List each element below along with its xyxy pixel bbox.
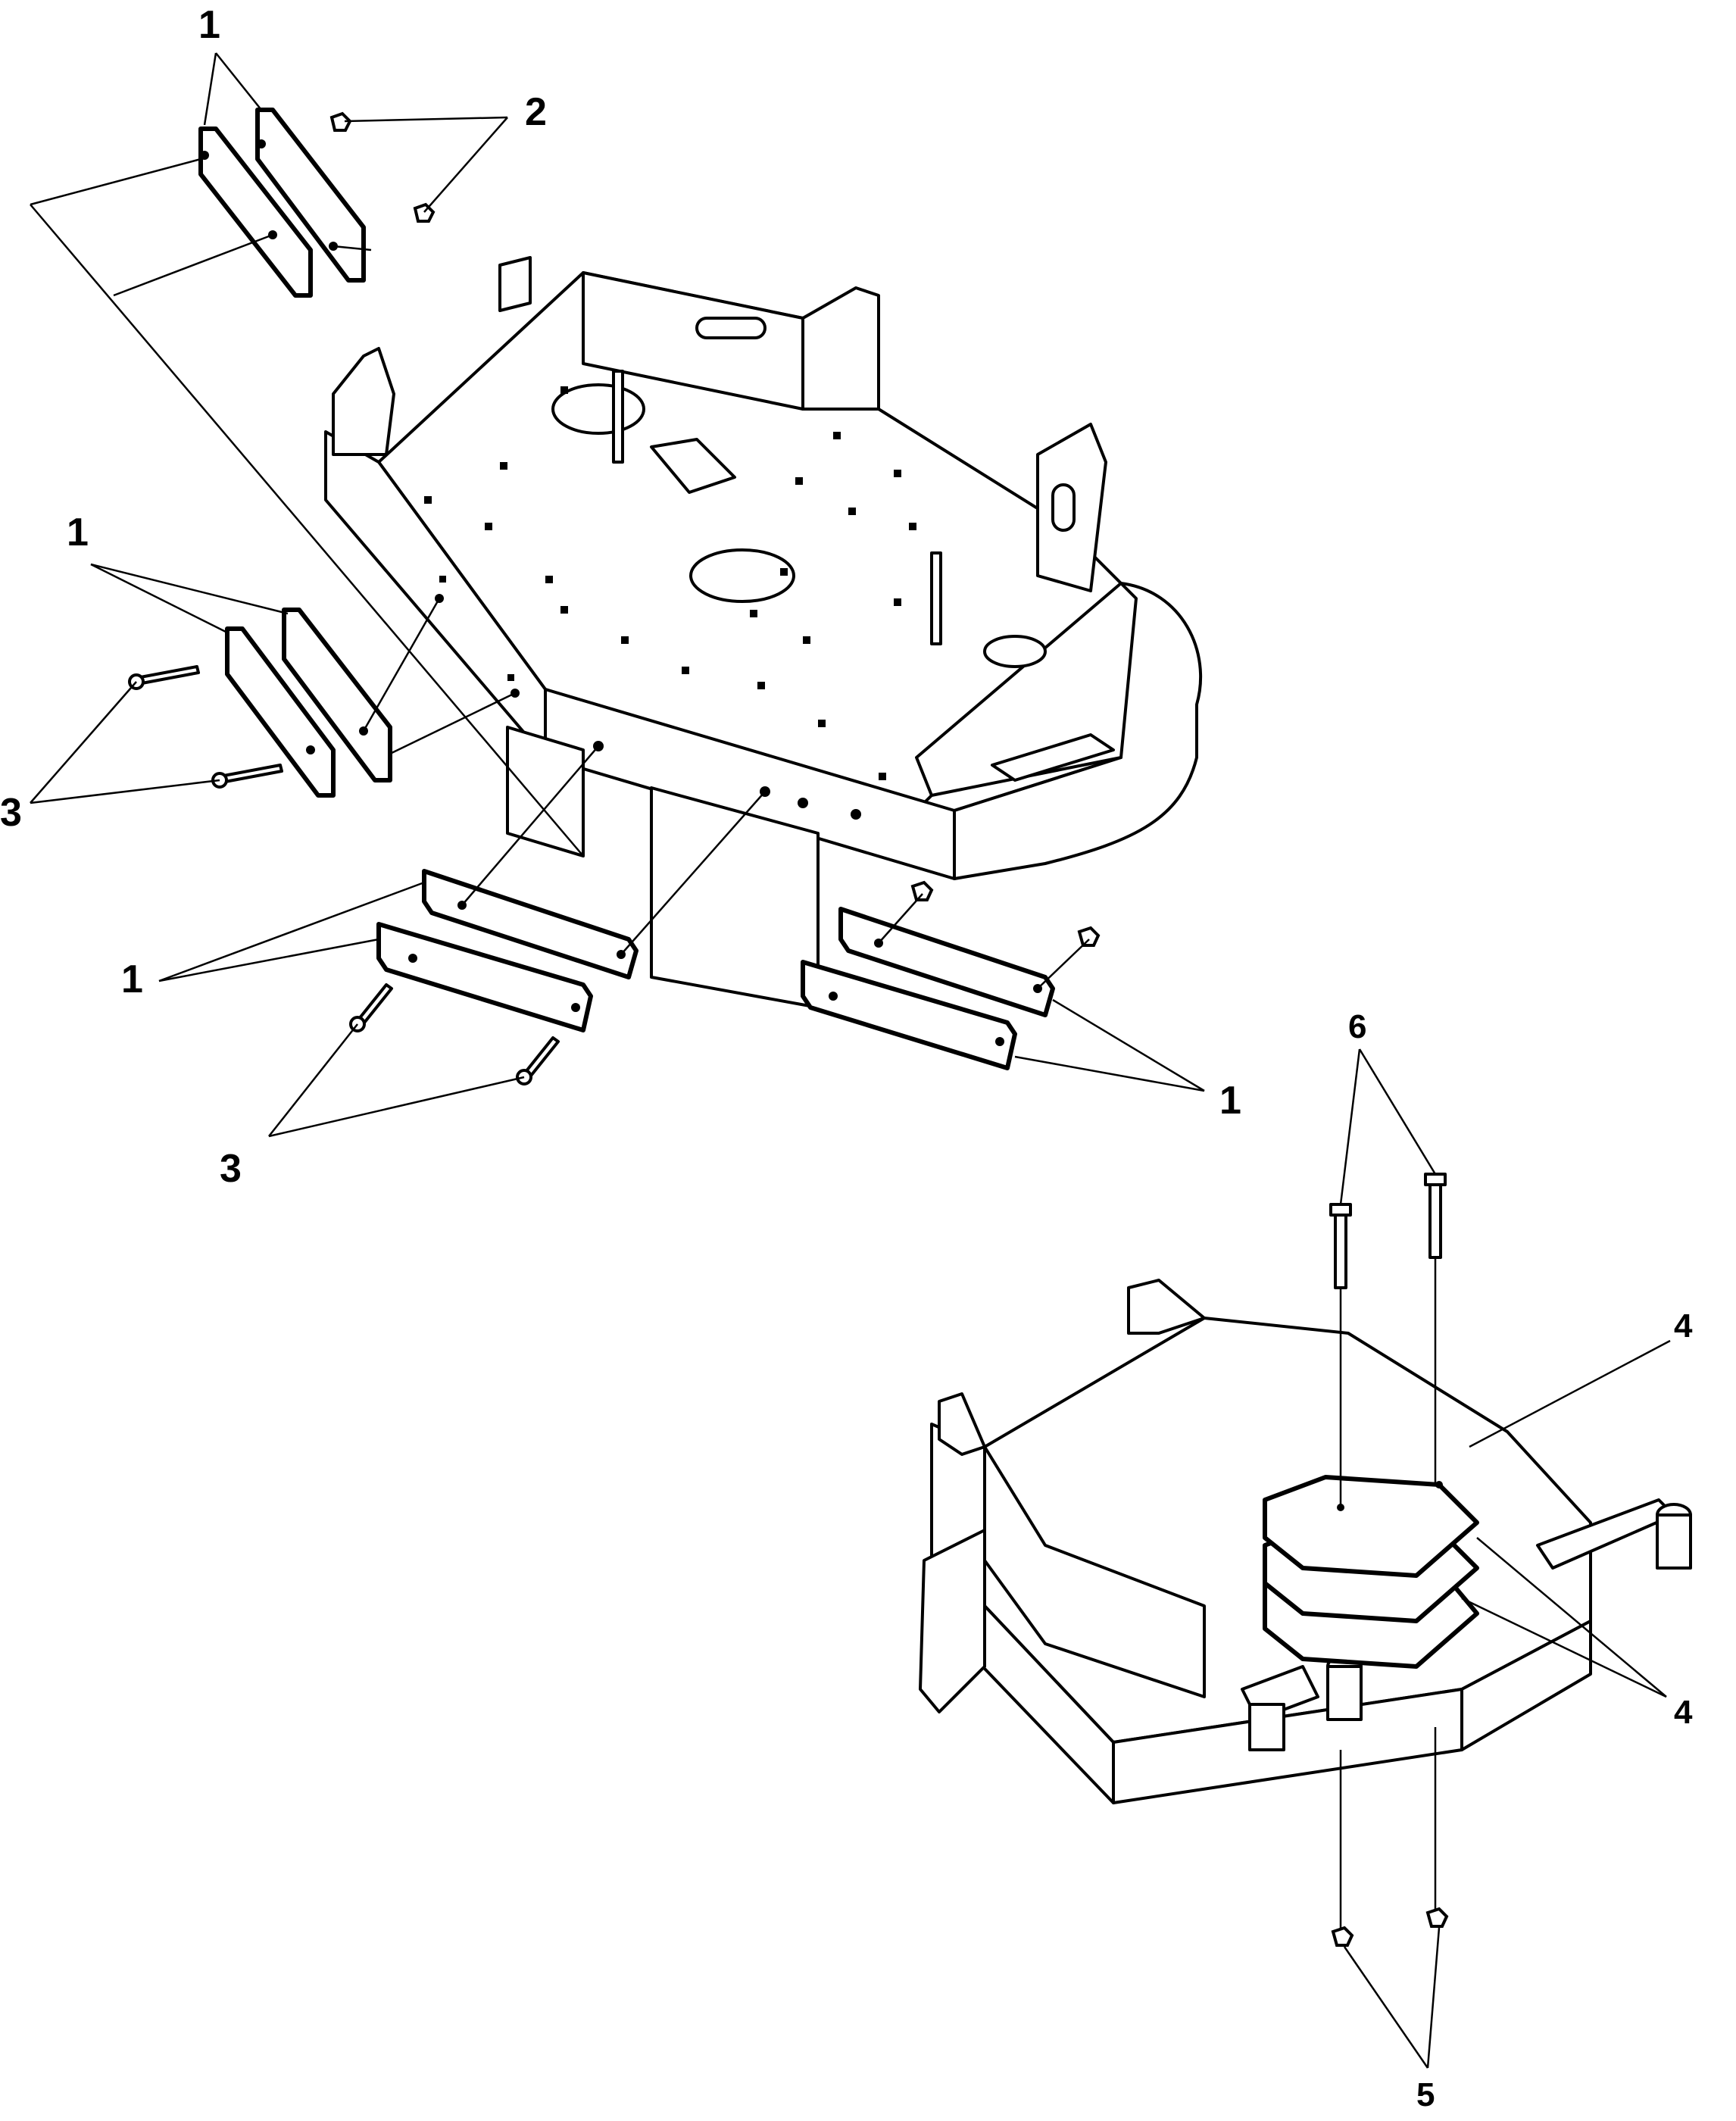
weight-bolt-a	[1334, 1210, 1347, 1289]
deck-decal-top	[650, 438, 736, 494]
callout-1-top: 1	[198, 3, 220, 47]
leader-lines-upper	[30, 52, 1205, 1138]
callout-1-lower-left: 1	[121, 957, 143, 1001]
callout-4-lower: 4	[1674, 1694, 1693, 1731]
baffle-plate-lower-left-a	[422, 869, 639, 979]
weight-bolt-b	[1428, 1180, 1442, 1259]
spindle-opening-right	[983, 635, 1047, 668]
front-post-body	[1326, 1665, 1363, 1721]
callout-3-lower: 3	[220, 1147, 242, 1191]
baffle-plate-left-a	[225, 626, 336, 798]
callouts: 1 2 1 3 1 3 1 6 4 4 5	[0, 3, 1693, 2113]
callout-5: 5	[1416, 2076, 1435, 2113]
deck-decal-right	[991, 733, 1115, 782]
spindle-opening-center	[689, 548, 795, 603]
lower-left-flap	[919, 1529, 986, 1713]
callout-1-left: 1	[67, 511, 89, 554]
callout-1-lower-right: 1	[1219, 1079, 1241, 1123]
weight-bolt-b-head	[1424, 1173, 1447, 1186]
rear-bracket	[801, 286, 880, 411]
callout-3-left: 3	[0, 791, 22, 835]
callout-2-top: 2	[525, 90, 547, 134]
weight-nut-a	[1331, 1926, 1354, 1947]
baffle-plates-left	[128, 608, 392, 798]
weight-nut-b	[1425, 1907, 1449, 1928]
weight-top	[1263, 1475, 1479, 1578]
lower-panel-left	[506, 726, 585, 857]
weight-bolt-a-head	[1329, 1203, 1352, 1217]
left-rear-ear	[498, 256, 532, 312]
baffle-plates-lower-right	[801, 880, 1101, 1070]
lower-left-bracket	[938, 1392, 986, 1456]
baffle-plate-top-a	[198, 127, 313, 298]
nut-lower-right-b	[1077, 926, 1101, 947]
callout-6: 6	[1348, 1008, 1366, 1045]
nut-top-a	[329, 111, 352, 132]
weight-nuts	[1331, 1727, 1449, 1947]
lower-inner-wall	[983, 1445, 1206, 1698]
bolt-left-b	[218, 764, 283, 784]
bolt-left-a	[135, 665, 200, 686]
deck-weights	[1263, 1475, 1479, 1669]
deck-holes	[424, 386, 916, 820]
leader-lines-lower	[1339, 1048, 1671, 2069]
left-bracket	[332, 347, 395, 456]
callout-4-top: 4	[1674, 1307, 1693, 1345]
baffle-plate-left-b	[282, 608, 392, 782]
nut-lower-right-a	[910, 880, 934, 901]
baffle-plates-lower-left	[349, 869, 639, 1085]
baffle-plate-lower-right-a	[838, 907, 1055, 1017]
arm-pivot-body	[1656, 1513, 1692, 1570]
weight-bolts	[1329, 1173, 1447, 1507]
deck-post-left	[612, 370, 624, 464]
lower-rear-bracket	[1127, 1279, 1206, 1335]
mower-deck-upper	[324, 256, 1203, 1009]
nut-top-b	[413, 202, 436, 223]
discharge-chute	[953, 582, 1203, 880]
baffle-plates-top	[198, 108, 436, 298]
rear-wall-slot	[695, 317, 767, 339]
baffle-plate-lower-right-b	[801, 960, 1017, 1070]
lower-deck-right-skirt	[1460, 1620, 1592, 1751]
baffle-plate-top-b	[255, 108, 366, 283]
baffle-plate-lower-left-b	[376, 922, 593, 1032]
side-wall-slot	[1051, 483, 1076, 532]
front-bracket-plate	[1248, 1703, 1285, 1751]
deck-post-right	[930, 551, 942, 645]
